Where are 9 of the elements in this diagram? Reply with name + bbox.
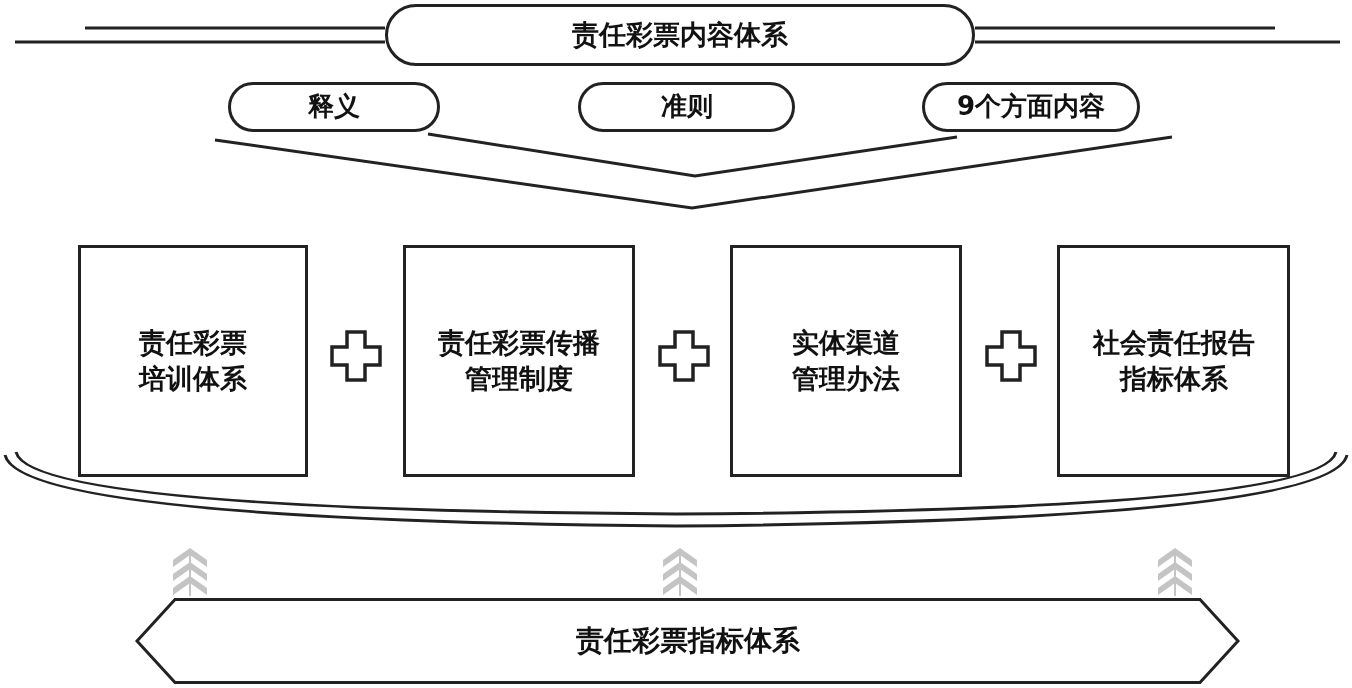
component-box: 责任彩票传播管理制度 bbox=[403, 245, 635, 477]
title-pill: 责任彩票内容体系 bbox=[385, 4, 975, 66]
component-box: 社会责任报告指标体系 bbox=[1057, 245, 1290, 477]
category-pill: 准则 bbox=[578, 82, 795, 132]
category-pill: 释义 bbox=[228, 82, 440, 132]
component-box: 实体渠道管理办法 bbox=[730, 245, 962, 477]
component-box: 责任彩票培训体系 bbox=[78, 245, 308, 477]
base-banner: 责任彩票指标体系 bbox=[135, 598, 1240, 684]
category-pill: 9个方面内容 bbox=[922, 82, 1140, 132]
